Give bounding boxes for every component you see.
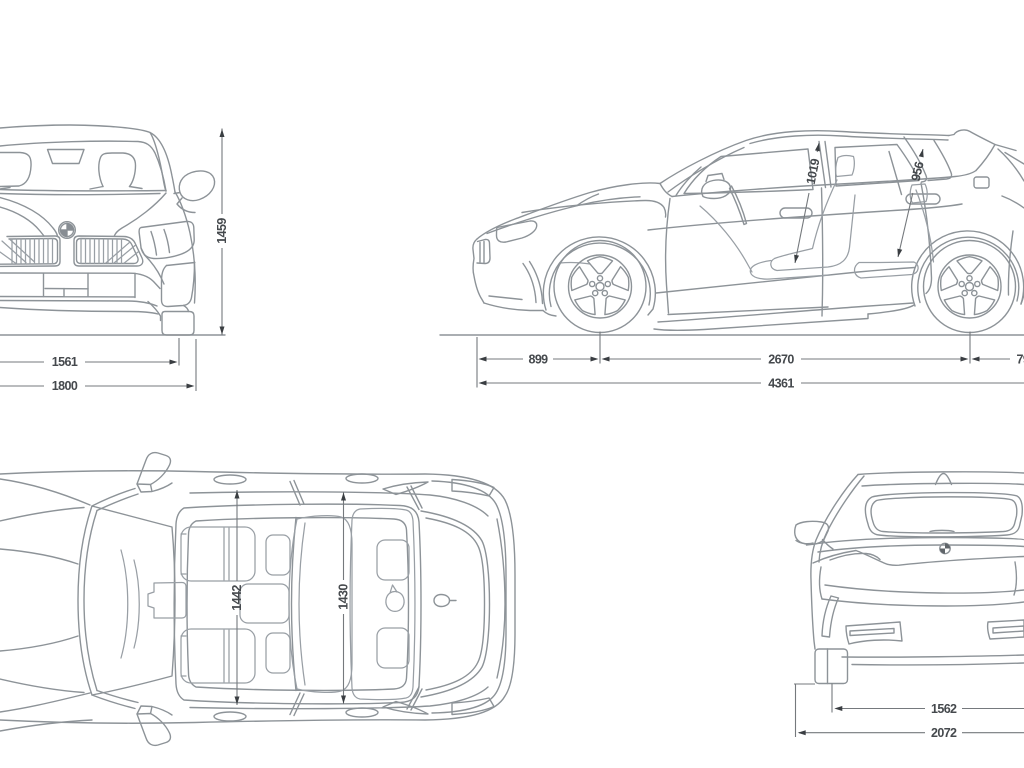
svg-text:1019: 1019 [804, 157, 823, 185]
svg-text:1800: 1800 [52, 379, 78, 393]
svg-text:1562: 1562 [931, 702, 957, 716]
svg-text:792: 792 [1016, 352, 1024, 366]
svg-text:4361: 4361 [768, 376, 794, 390]
svg-text:1459: 1459 [215, 218, 229, 244]
svg-text:1430: 1430 [337, 584, 351, 610]
svg-text:2072: 2072 [931, 726, 957, 740]
svg-text:956: 956 [909, 160, 927, 182]
svg-text:1442: 1442 [230, 585, 244, 611]
svg-text:899: 899 [528, 352, 548, 366]
svg-text:1561: 1561 [52, 355, 78, 369]
svg-text:2670: 2670 [768, 352, 794, 366]
